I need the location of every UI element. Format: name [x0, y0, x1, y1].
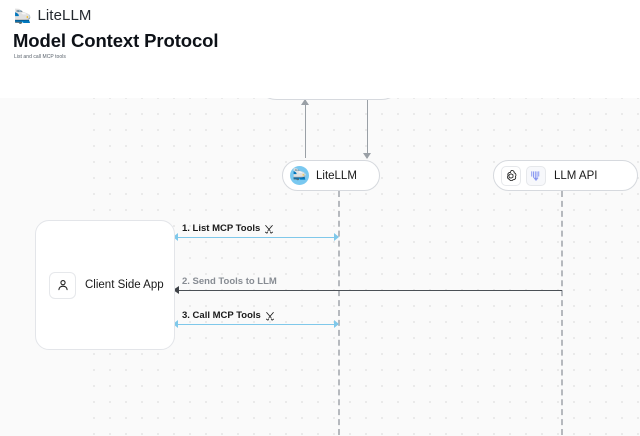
flow-1-label: 1. List MCP Tools [182, 223, 261, 234]
flow-call-mcp-tools: 3. Call MCP Tools [173, 310, 339, 331]
flow-send-tools-to-llm: 2. Send Tools to LLM [173, 276, 562, 297]
flow-list-mcp-tools: 1. List MCP Tools [173, 223, 339, 244]
app-header: 🚅 LiteLLM Model Context Protocol List an… [0, 0, 640, 98]
openai-icon [501, 165, 521, 186]
arrow-shaft [305, 100, 306, 158]
person-icon [49, 271, 76, 299]
tools-icon [264, 224, 274, 234]
litellm-avatar-icon: 🚅 [290, 166, 309, 185]
flow-label-group: 2. Send Tools to LLM [182, 276, 277, 287]
flow-label-group: 3. Call MCP Tools [182, 310, 275, 321]
tools-icon [265, 311, 275, 321]
page-subtitle: List and call MCP tools [14, 54, 66, 60]
lifeline-llm-api [561, 191, 563, 435]
flow-line [174, 324, 338, 325]
arrow-head-left-icon [173, 320, 178, 328]
brand-label: LiteLLM [37, 7, 92, 24]
arrow-head-down-icon [363, 153, 372, 159]
node-litellm-label: LiteLLM [316, 169, 357, 182]
bullet-train-icon: 🚅 [292, 169, 307, 181]
node-llm-api[interactable]: LLM API [493, 160, 638, 191]
node-client-side-app-label: Client Side App [85, 279, 164, 291]
brand[interactable]: 🚅 LiteLLM [14, 7, 92, 24]
node-llm-api-label: LLM API [554, 169, 598, 182]
arrow-shaft [367, 100, 368, 158]
flow-line [174, 237, 338, 238]
flow-label-group: 1. List MCP Tools [182, 223, 274, 234]
anthropic-icon [526, 165, 546, 186]
arrow-head-right-icon [334, 233, 339, 241]
arrow-head-up-icon [301, 99, 310, 105]
flow-line [174, 290, 562, 291]
arrow-head-left-icon [173, 286, 179, 294]
lifeline-litellm [338, 191, 340, 435]
node-client-side-app[interactable]: Client Side App [35, 220, 175, 350]
node-litellm[interactable]: 🚅 LiteLLM [282, 160, 380, 191]
bullet-train-icon: 🚅 [14, 7, 32, 24]
flow-2-label: 2. Send Tools to LLM [182, 276, 277, 287]
page-title: Model Context Protocol [13, 30, 219, 51]
flow-3-label: 3. Call MCP Tools [182, 310, 261, 321]
arrow-head-left-icon [173, 233, 178, 241]
arrow-head-right-icon [334, 320, 339, 328]
